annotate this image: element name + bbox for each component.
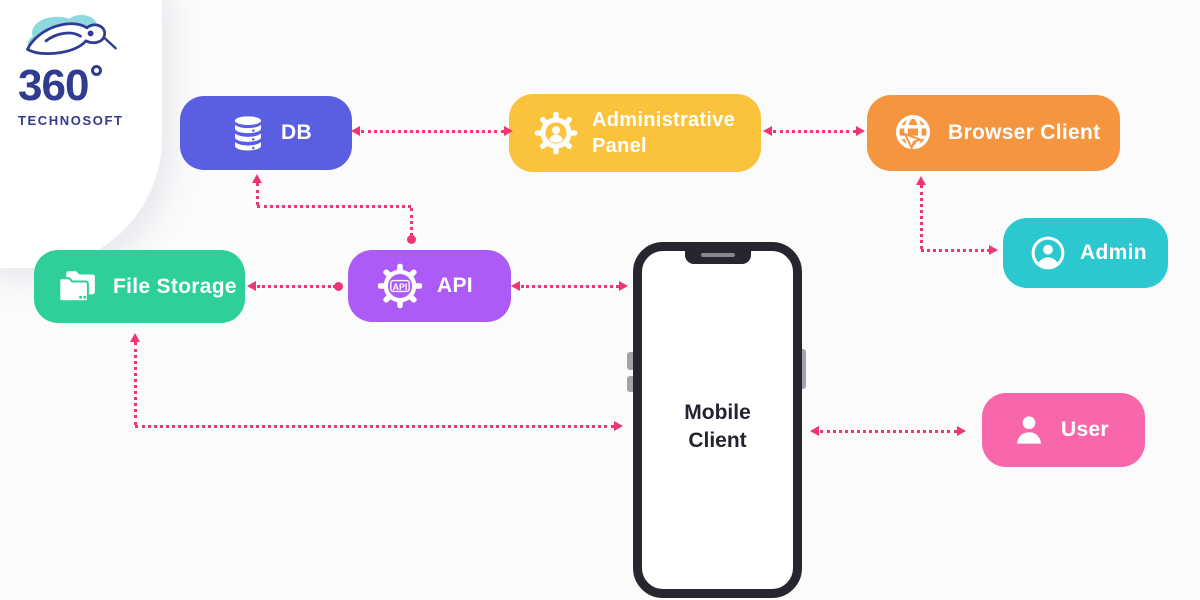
node-api: API API <box>348 250 511 322</box>
phone-volume-up-button <box>627 352 635 370</box>
node-mobile-client-label: Mobile Client <box>684 401 751 452</box>
svg-text:API: API <box>393 282 408 292</box>
corner-decoration: 360° TECHNOSOFT <box>0 0 162 268</box>
node-browser-client: Browser Client <box>867 95 1120 171</box>
node-administrative-panel: Administrative Panel <box>509 94 761 172</box>
node-user-label: User <box>1061 418 1109 441</box>
node-db-label: DB <box>281 121 312 144</box>
api-gear-icon: API <box>376 262 424 310</box>
node-file-storage-label: File Storage <box>113 274 237 298</box>
logo-name: TECHNOSOFT <box>18 113 124 128</box>
globe-cursor-icon <box>891 111 935 155</box>
phone-volume-down-button <box>627 376 635 392</box>
node-mobile-client: Mobile Client <box>633 242 802 598</box>
node-admin: Admin <box>1003 218 1168 288</box>
node-api-label: API <box>437 274 473 297</box>
degree-symbol: ° <box>91 65 103 76</box>
node-file-storage: File Storage <box>34 250 245 323</box>
stacked-folders-icon <box>56 265 100 309</box>
phone-speaker <box>700 253 735 257</box>
node-db: DB <box>180 96 352 170</box>
node-administrative-panel-label: Administrative Panel <box>592 109 736 157</box>
phone-notch <box>684 249 751 264</box>
database-icon <box>228 113 268 153</box>
person-icon <box>1010 411 1048 449</box>
node-browser-client-label: Browser Client <box>948 121 1101 144</box>
node-admin-label: Admin <box>1080 241 1147 264</box>
person-circle-icon <box>1029 234 1067 272</box>
logo-360technosoft: 360° TECHNOSOFT <box>18 10 140 128</box>
logo-number: 360° <box>18 64 140 108</box>
bird-logo-icon <box>26 14 117 55</box>
node-user: User <box>982 393 1145 467</box>
gear-person-icon <box>533 110 579 156</box>
